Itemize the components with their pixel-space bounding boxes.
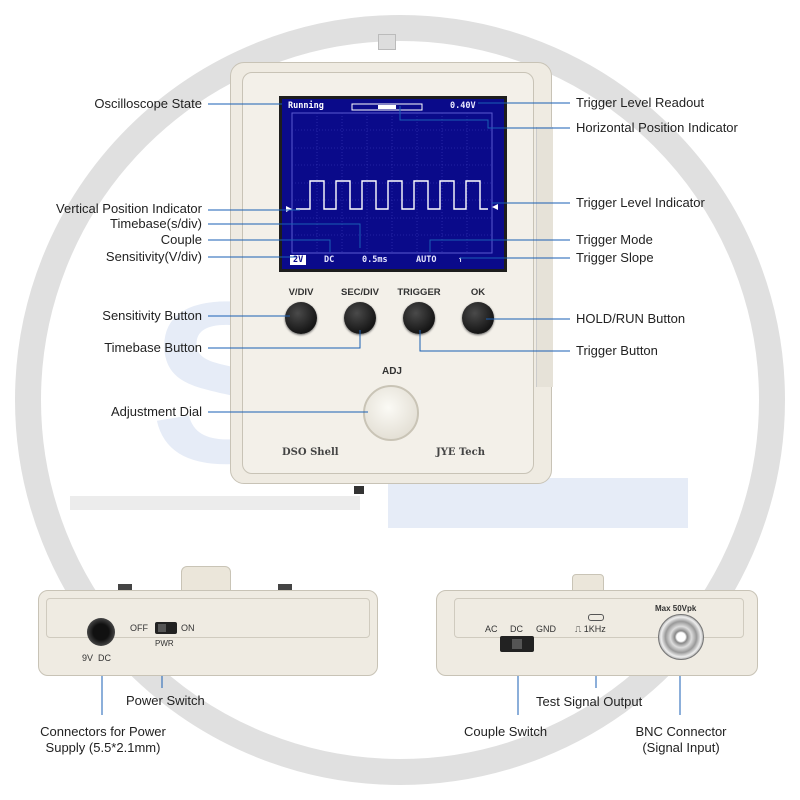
callout-couple: Couple xyxy=(160,232,202,247)
callout-test-signal-output: Test Signal Output xyxy=(536,694,643,709)
button-label-vdiv: V/DIV xyxy=(288,287,314,298)
callout-trigger-level-readout: Trigger Level Readout xyxy=(576,95,705,110)
button-label-ok: OK xyxy=(470,287,486,298)
callout-bnc-connector: BNC Connector (Signal Input) xyxy=(635,724,727,755)
callout-adjustment-dial: Adjustment Dial xyxy=(110,404,202,419)
callout-couple-switch: Couple Switch xyxy=(464,724,548,739)
callout-connectors: Connectors for Power Supply (5.5*2.1mm) xyxy=(40,724,166,755)
screen-sensitivity: 2V xyxy=(290,255,307,265)
callout-vertical-position: Vertical Position Indicator xyxy=(56,201,202,216)
waveform xyxy=(296,180,488,210)
button-label-secdiv: SEC/DIV xyxy=(340,287,379,298)
jack-label: 9V DC xyxy=(82,653,112,663)
dial-label: ADJ xyxy=(381,366,402,377)
screen-timebase: 0.5ms xyxy=(362,255,388,265)
brand-left: DSO Shell xyxy=(282,447,339,458)
screen-couple: DC xyxy=(324,255,335,265)
power-on-label: ON xyxy=(181,623,195,633)
test-signal-slot xyxy=(588,614,604,621)
secdiv-button[interactable] xyxy=(344,302,376,334)
screen-trigger-mode: AUTO xyxy=(416,255,437,265)
callout-sensitivity: Sensitivity(V/div) xyxy=(105,249,202,264)
button-label-trigger: TRIGGER xyxy=(397,287,441,298)
power-jack xyxy=(87,618,115,646)
oscilloscope-screen: Running 0.40V 2V DC 0.5ms AUTO ↿ xyxy=(279,96,507,272)
screen-trigger-level: 0.40V xyxy=(450,101,476,111)
couple-ac-label: AC xyxy=(485,624,498,634)
couple-dc-label: DC xyxy=(510,624,523,634)
brand-right: JYE Tech xyxy=(436,447,485,458)
couple-switch[interactable] xyxy=(500,636,534,652)
callout-horizontal-position: Horizontal Position Indicator xyxy=(576,120,738,135)
vdiv-button[interactable] xyxy=(285,302,317,334)
power-switch[interactable] xyxy=(155,622,177,634)
bnc-connector[interactable] xyxy=(658,614,704,660)
callout-power-switch: Power Switch xyxy=(126,693,205,708)
max-voltage-label: Max 50Vpk xyxy=(655,604,697,613)
test-signal-label: ⎍ 1KHz xyxy=(575,624,606,634)
callout-hold-run-button: HOLD/RUN Button xyxy=(576,311,686,326)
callout-trigger-slope: Trigger Slope xyxy=(576,250,654,265)
callout-timebase-button: Timebase Button xyxy=(104,340,202,355)
trigger-button[interactable] xyxy=(403,302,435,334)
screen-state: Running xyxy=(288,101,324,111)
callout-trigger-level-indicator: Trigger Level Indicator xyxy=(576,195,705,210)
callout-trigger-mode: Trigger Mode xyxy=(576,232,653,247)
ok-button[interactable] xyxy=(462,302,494,334)
adjustment-dial[interactable] xyxy=(363,385,419,441)
callout-timebase: Timebase(s/div) xyxy=(110,216,202,231)
screen-trigger-slope: ↿ xyxy=(458,255,464,265)
couple-gnd-label: GND xyxy=(536,624,556,634)
device-side-right xyxy=(436,566,758,676)
power-off-label: OFF xyxy=(130,623,148,633)
callout-sensitivity-button: Sensitivity Button xyxy=(102,308,202,323)
power-pwr-label: PWR xyxy=(155,639,174,648)
callout-trigger-button: Trigger Button xyxy=(576,343,658,358)
callout-oscilloscope-state: Oscilloscope State xyxy=(94,96,202,111)
